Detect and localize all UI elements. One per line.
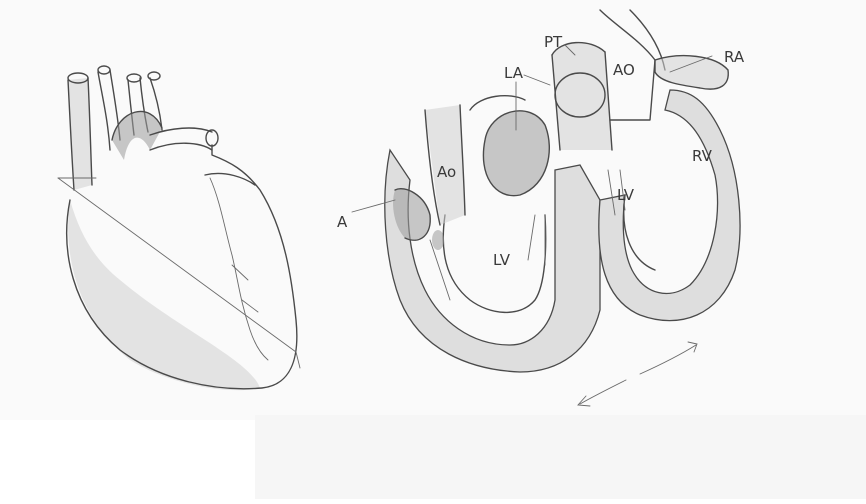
label-pt: PT [544, 33, 563, 51]
label-ao-top: AO [613, 61, 635, 79]
label-a-left: A [337, 213, 348, 231]
paper-backdrop-lower [255, 415, 866, 499]
label-la: LA [504, 64, 524, 82]
label-ao-mid: Ao [437, 163, 456, 181]
label-lv-right: LV [617, 186, 635, 204]
label-rv: RV [692, 147, 713, 165]
label-lv-left: LV [493, 251, 511, 269]
label-ra: RA [724, 48, 745, 66]
